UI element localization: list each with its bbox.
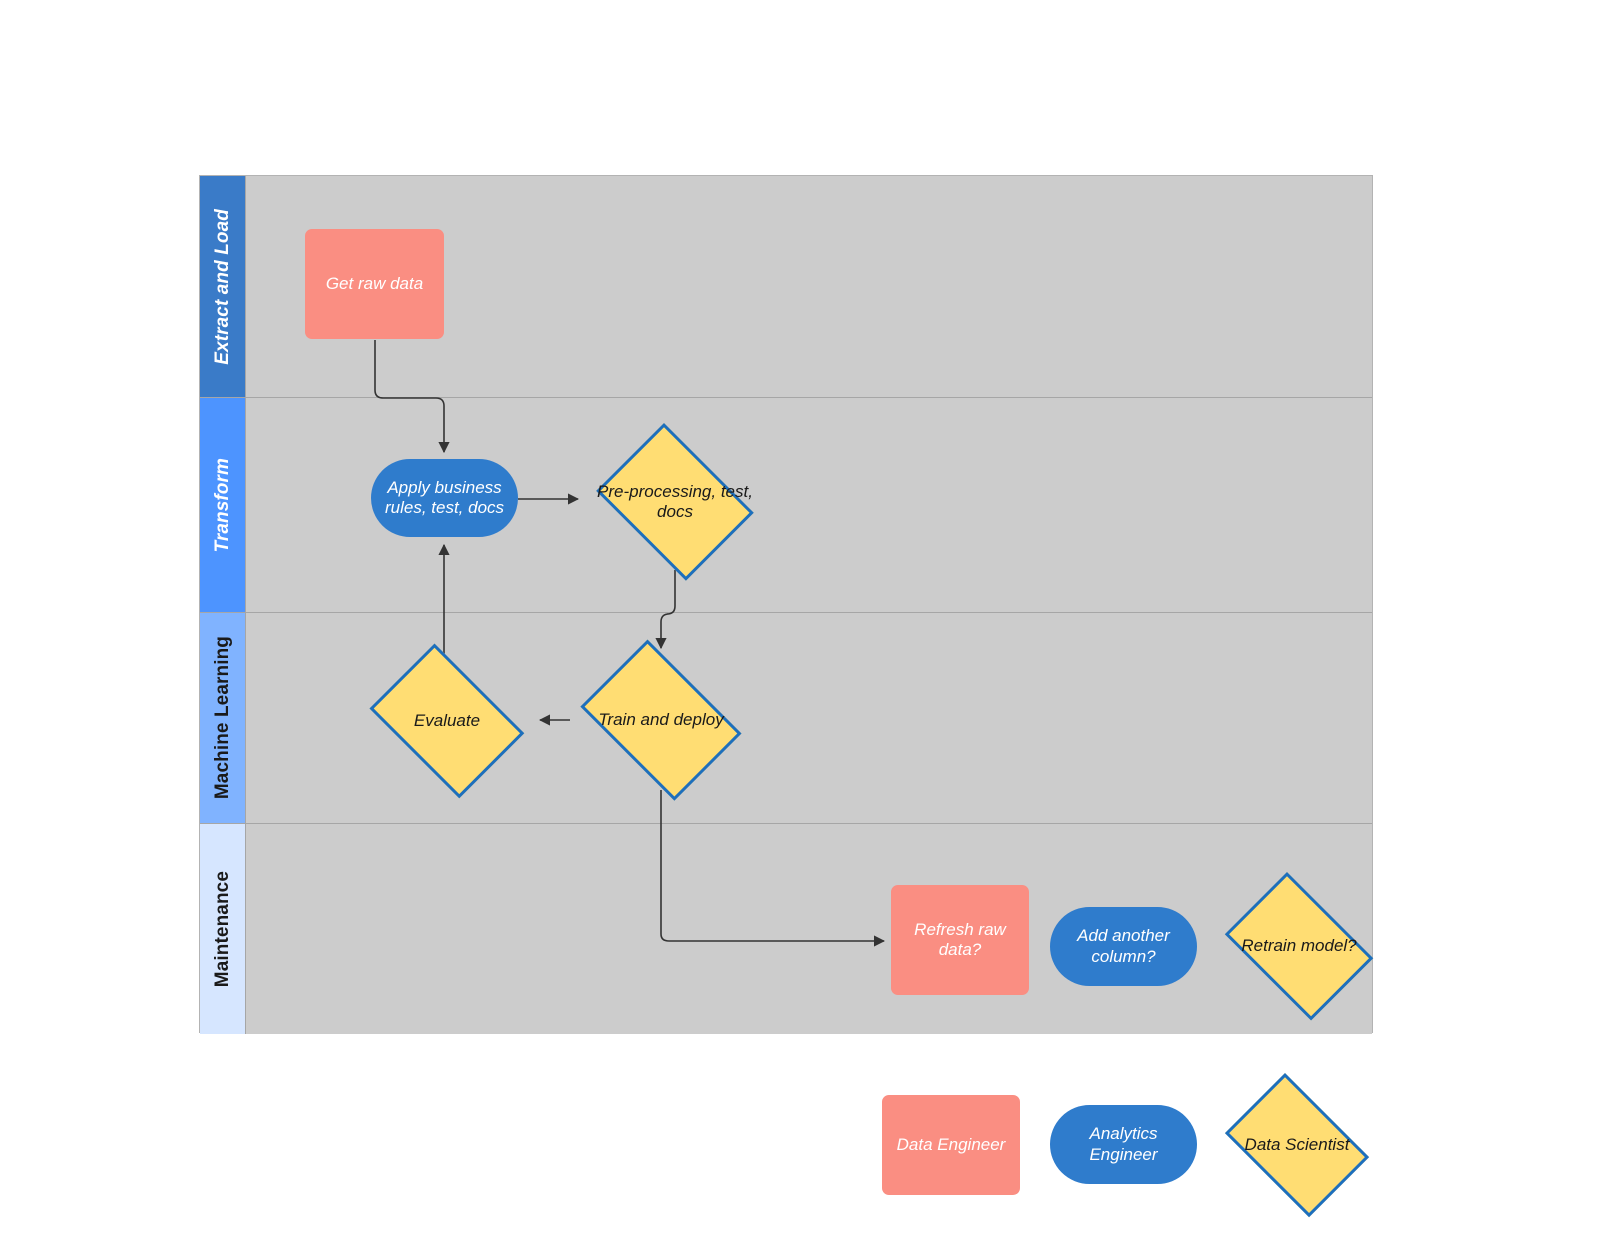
lane-header-transform[interactable]: Transform <box>200 398 246 612</box>
lane-maintenance: Maintenance <box>200 824 1372 1034</box>
lane-header-maintenance[interactable]: Maintenance <box>200 824 246 1034</box>
lane-header-machine-learning[interactable]: Machine Learning <box>200 613 246 823</box>
role-legend: Data Engineer Analytics Engineer Data Sc… <box>860 1073 1380 1217</box>
lane-title-maintenance: Maintenance <box>211 870 233 988</box>
node-pre-processing[interactable]: Pre-processing, test, docs <box>585 423 765 581</box>
lane-header-extract-and-load[interactable]: Extract and Load <box>200 176 246 397</box>
node-label-refresh-raw-data: Refresh raw data? <box>914 919 1006 959</box>
legend-item-analytics-engineer[interactable]: Analytics Engineer <box>1050 1105 1197 1184</box>
node-label-apply-business-rules: Apply business rules, test, docs <box>384 477 505 517</box>
node-train-and-deploy[interactable]: Train and deploy <box>567 639 755 801</box>
node-label-get-raw-data: Get raw data <box>325 273 424 293</box>
lane-title-machine-learning: Machine Learning <box>211 636 233 800</box>
node-refresh-raw-data[interactable]: Refresh raw data? <box>891 885 1029 995</box>
node-evaluate[interactable]: Evaluate <box>357 643 537 799</box>
legend-item-data-engineer[interactable]: Data Engineer <box>882 1095 1020 1195</box>
legend-item-data-scientist[interactable]: Data Scientist <box>1213 1073 1381 1217</box>
node-get-raw-data[interactable]: Get raw data <box>305 229 444 339</box>
node-label-add-another-column: Add another column? <box>1077 926 1170 966</box>
node-label-pre-processing: Pre-processing, test, docs <box>597 481 753 521</box>
legend-label-analytics-engineer: Analytics Engineer <box>1089 1124 1158 1164</box>
node-label-retrain-model: Retrain model? <box>1241 935 1357 955</box>
node-label-evaluate: Evaluate <box>413 710 481 730</box>
node-add-another-column[interactable]: Add another column? <box>1050 907 1197 986</box>
node-apply-business-rules[interactable]: Apply business rules, test, docs <box>371 459 518 537</box>
legend-label-data-engineer: Data Engineer <box>896 1134 1006 1154</box>
legend-label-data-scientist: Data Scientist <box>1244 1134 1350 1154</box>
lane-body-maintenance <box>246 824 1372 1034</box>
node-label-train-and-deploy: Train and deploy <box>598 709 724 729</box>
lane-title-transform: Transform <box>211 457 233 553</box>
node-retrain-model[interactable]: Retrain model? <box>1213 872 1385 1020</box>
lane-title-extract-and-load: Extract and Load <box>211 208 233 365</box>
